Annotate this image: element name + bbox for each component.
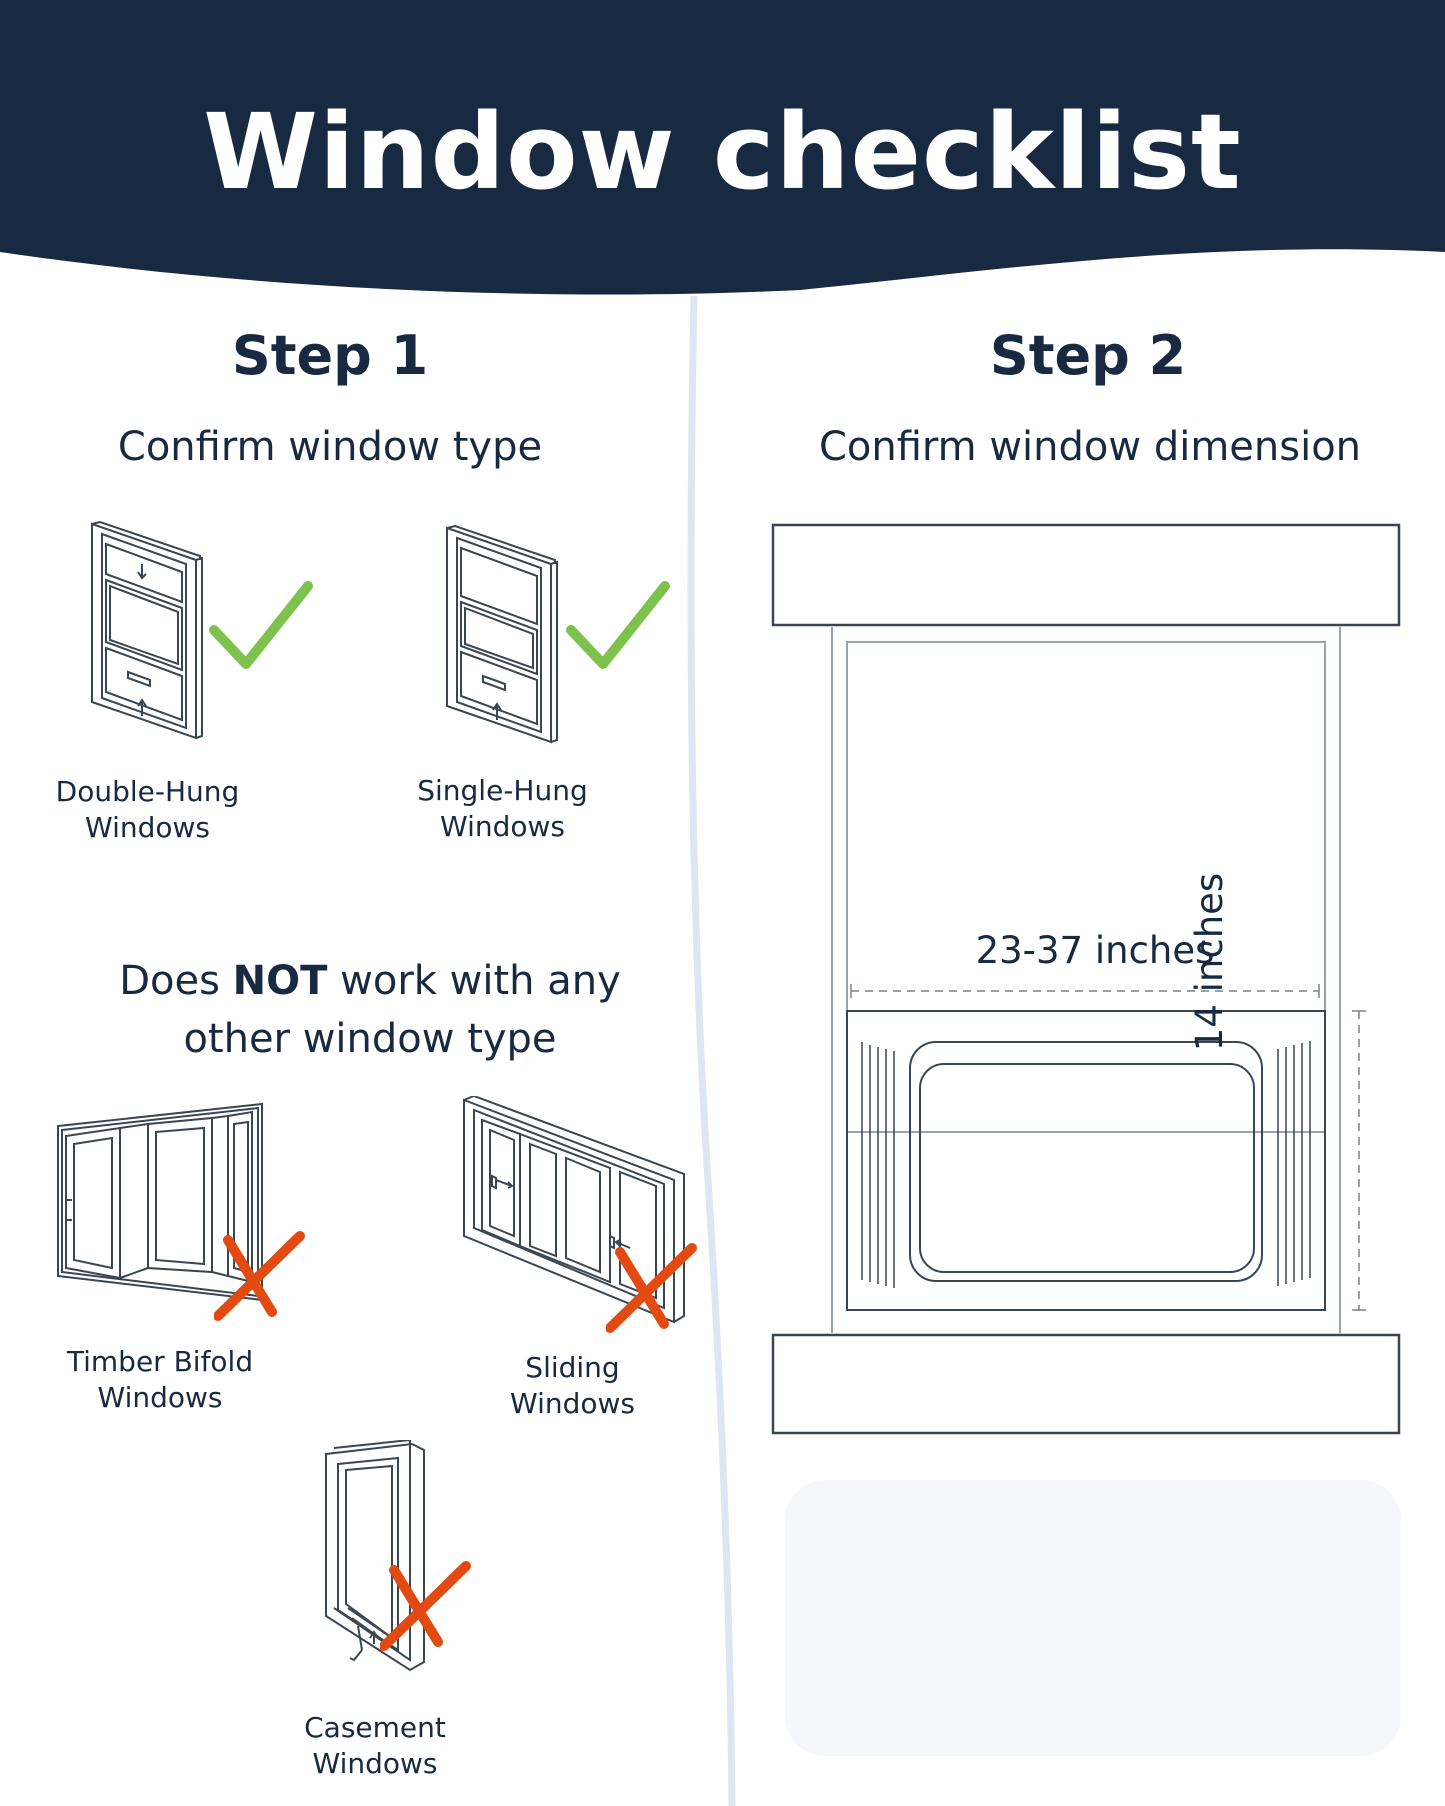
warning-emphasis: NOT	[232, 958, 328, 1004]
ac-unit-inner-panel	[919, 1063, 1255, 1273]
column-divider	[687, 295, 736, 1806]
height-dimension-label: 14 inches	[1188, 872, 1231, 1052]
ac-unit	[846, 1010, 1326, 1311]
step1-title: Step 1	[231, 324, 429, 387]
sliding-window-illustration	[463, 1096, 685, 1324]
step1-subtitle: Confirm window type	[117, 424, 543, 470]
incompatibility-warning: Does NOT work with any other window type	[119, 958, 621, 1062]
ac-unit-outer-panel	[909, 1041, 1263, 1282]
casement-cross-icon	[380, 1561, 471, 1651]
window-top-rail	[771, 523, 1401, 627]
ac-right-vents	[1277, 1041, 1311, 1286]
single-hung-check-icon	[566, 581, 670, 669]
height-dimension-line	[1352, 1010, 1366, 1311]
header-wave	[0, 0, 1445, 295]
window-bottom-rail	[771, 1333, 1401, 1435]
bottom-panel	[785, 1480, 1401, 1756]
double-hung-check-icon	[209, 581, 313, 669]
single-hung-window-illustration	[446, 524, 558, 744]
ac-left-vents	[861, 1042, 895, 1288]
window-dimension-diagram	[771, 523, 1401, 1435]
timber-bifold-cross-icon	[214, 1231, 305, 1321]
double-hung-window-illustration	[91, 520, 203, 740]
window-sash	[846, 641, 1326, 1133]
step2-subtitle: Confirm window dimension	[818, 424, 1362, 470]
window-frame-sides	[831, 627, 1341, 1333]
step2-title: Step 2	[989, 324, 1187, 387]
width-dimension-label: 23-37 inches	[975, 929, 1215, 972]
width-dimension-line	[850, 984, 1320, 998]
page-title: Window checklist	[203, 91, 1242, 213]
sliding-cross-icon	[606, 1243, 697, 1333]
